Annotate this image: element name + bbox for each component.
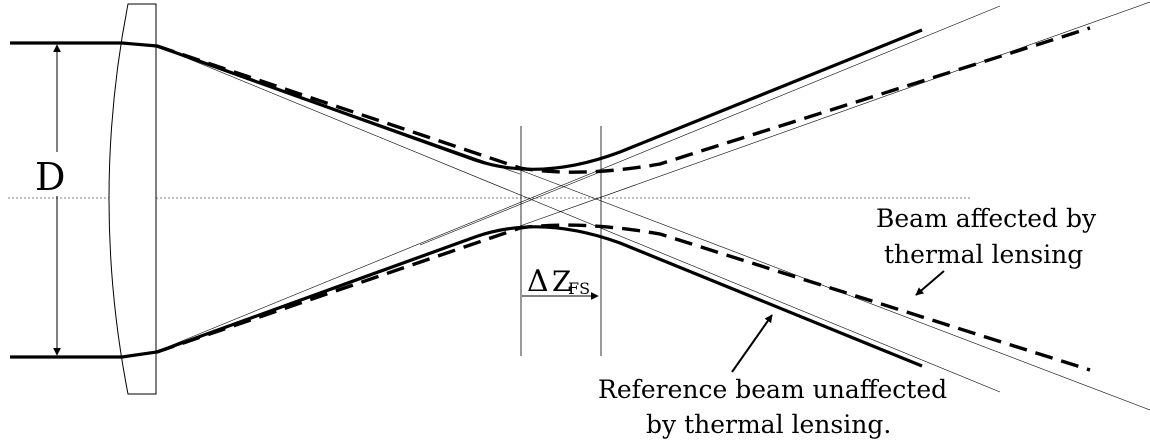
reference-beam-pointer — [731, 314, 773, 373]
affected-beam-lower — [156, 223, 1091, 372]
diameter-label-bg — [30, 152, 64, 196]
z-symbol: Z — [552, 265, 571, 298]
ray-upper-far-cross — [419, 171, 601, 246]
affected-beam-upper — [156, 26, 1091, 174]
ray-top-to-bottom — [154, 44, 1001, 393]
affected-beam-label-line2: thermal lensing — [884, 240, 1083, 269]
reference-beam-lower — [10, 225, 923, 368]
lens — [108, 3, 157, 395]
diameter-label: D — [35, 155, 65, 199]
ray-bottom-to-top — [154, 5, 1001, 353]
ray-focal-cross-b — [519, 1, 1150, 227]
reference-beam-label-line2: by thermal lensing. — [646, 410, 891, 439]
reference-beam-label-line1: Reference beam unaffected — [598, 375, 947, 404]
delta-symbol: Δ — [527, 264, 549, 299]
z-subscript: FS — [568, 279, 590, 298]
affected-beam-label-line1: Beam affected by — [876, 204, 1097, 233]
affected-beam — [156, 26, 1091, 372]
affected-beam-pointer — [915, 270, 945, 296]
